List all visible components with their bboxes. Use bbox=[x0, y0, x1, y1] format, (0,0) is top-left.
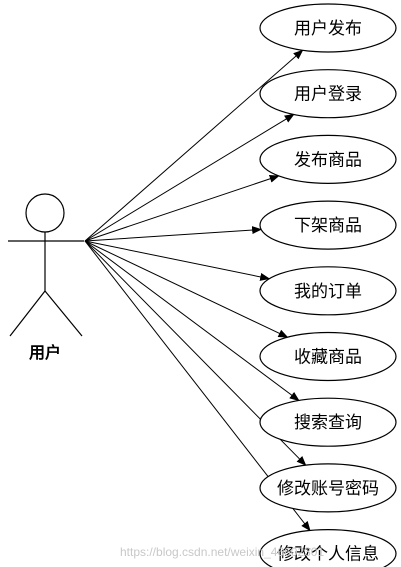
association-arrow bbox=[84, 240, 300, 402]
association-arrow bbox=[84, 240, 289, 338]
use-case: 收藏商品 bbox=[259, 331, 397, 382]
actor-label: 用户 bbox=[29, 343, 61, 362]
use-case-label: 下架商品 bbox=[294, 216, 362, 236]
use-case: 用户登录 bbox=[259, 69, 397, 119]
use-case: 搜索查询 bbox=[259, 397, 397, 447]
use-case-label: 收藏商品 bbox=[294, 348, 362, 368]
association-arrow bbox=[84, 49, 304, 242]
use-case-label: 我的订单 bbox=[294, 282, 362, 302]
use-case-label: 用户发布 bbox=[294, 19, 362, 39]
use-case: 下架商品 bbox=[259, 200, 397, 250]
use-case: 发布商品 bbox=[259, 134, 397, 184]
watermark-text: https://blog.csdn.net/weixin_46602301 bbox=[120, 545, 324, 559]
use-case-label: 修改账号密码 bbox=[277, 479, 379, 499]
actor-head bbox=[25, 193, 65, 233]
use-case-label: 发布商品 bbox=[294, 150, 362, 170]
use-case-label: 修改个人信息 bbox=[277, 545, 379, 565]
association-arrow bbox=[84, 174, 280, 242]
association-arrow bbox=[84, 113, 295, 242]
use-case-ellipse bbox=[259, 529, 397, 567]
use-case-label: 用户登录 bbox=[294, 85, 362, 105]
use-case-ellipse bbox=[259, 331, 397, 382]
actor-figure bbox=[8, 193, 84, 337]
association-arrow bbox=[84, 226, 263, 242]
use-case: 我的订单 bbox=[259, 266, 397, 316]
actor-left-leg bbox=[9, 290, 46, 337]
actor-right-leg bbox=[44, 290, 83, 337]
use-case: 用户发布 bbox=[259, 3, 397, 53]
use-case-ellipse bbox=[259, 3, 397, 53]
use-case: 修改个人信息 bbox=[259, 529, 397, 567]
use-case-ellipse bbox=[259, 463, 397, 513]
use-case-ellipse bbox=[259, 69, 397, 119]
use-case: 修改账号密码 bbox=[259, 463, 397, 513]
use-case-label: 搜索查询 bbox=[294, 413, 362, 433]
use-case-ellipse bbox=[259, 134, 397, 184]
use-case-ellipse bbox=[259, 397, 397, 447]
use-case-ellipse bbox=[259, 200, 397, 250]
association-arrow bbox=[84, 240, 271, 281]
use-case-ellipse bbox=[259, 266, 397, 316]
